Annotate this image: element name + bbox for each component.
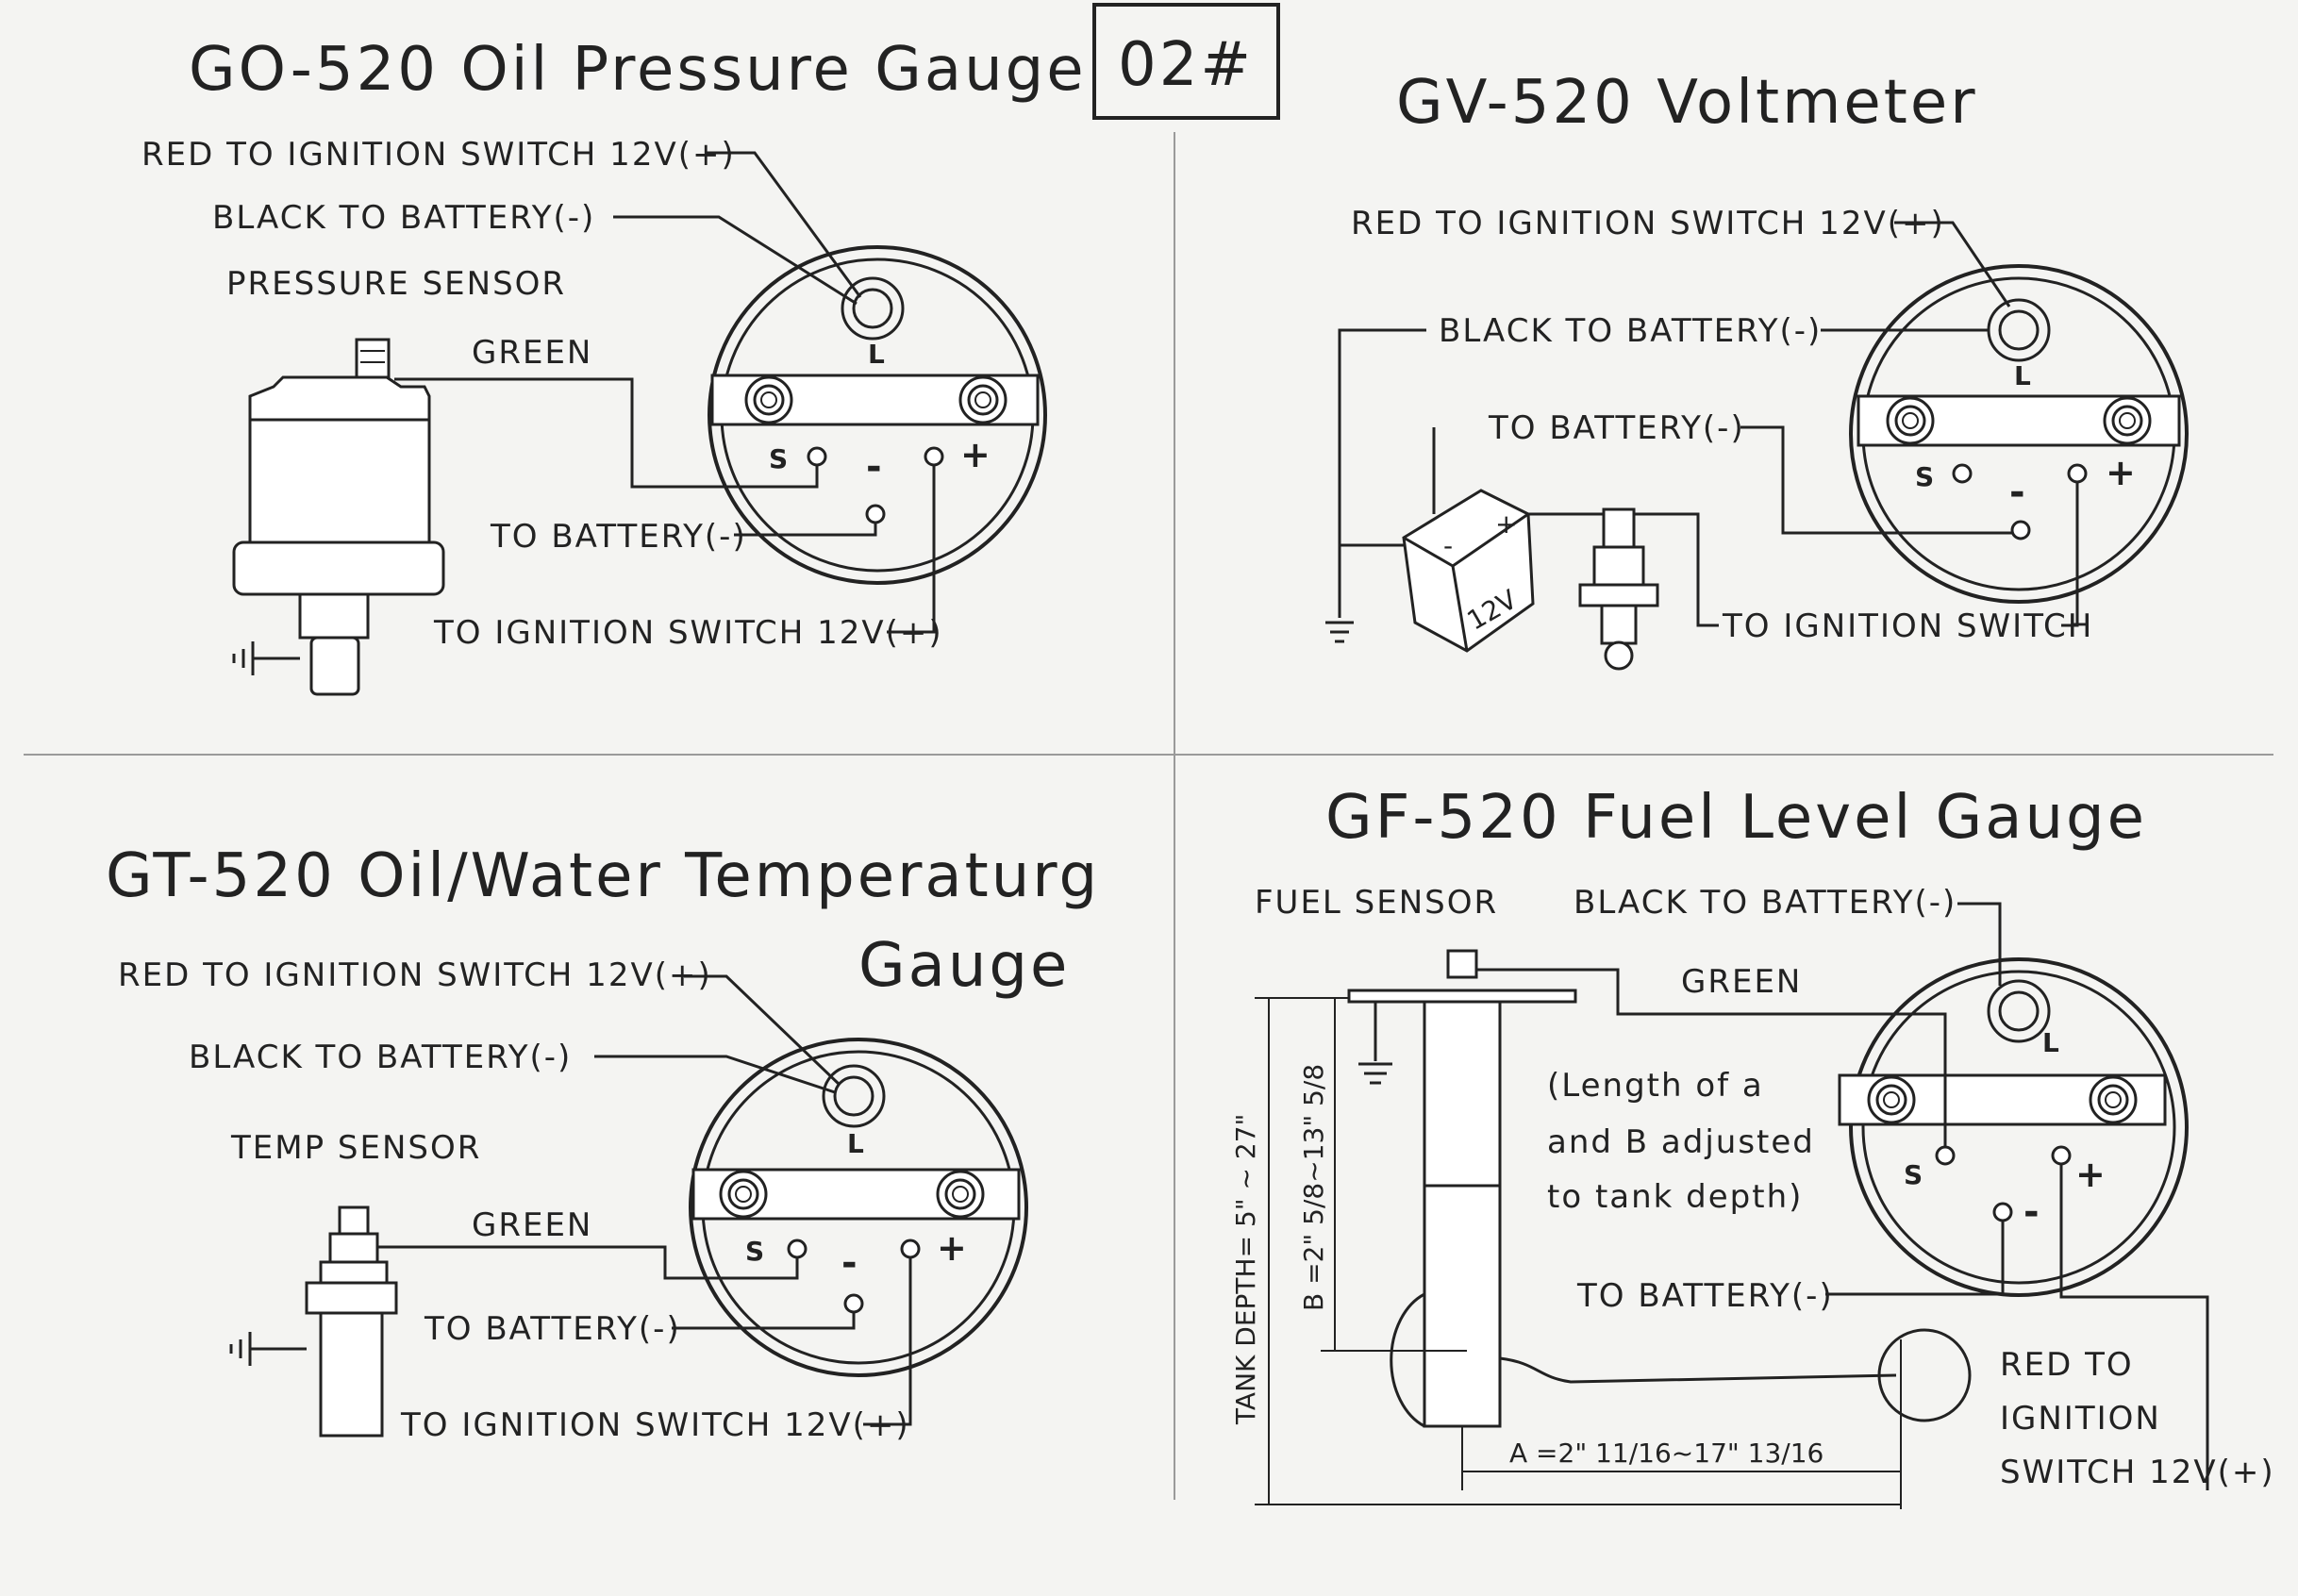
- oil-pressure-section: GO-520 Oil Pressure Gauge RED TO IGNITIO…: [142, 35, 1087, 696]
- bracket-nut-right: [958, 375, 1007, 424]
- fuel-note-line1: (Length of a: [1547, 1067, 1764, 1105]
- ignition-switch-key: [1578, 507, 1659, 671]
- page-code-box: 02#: [1092, 3, 1280, 120]
- temp-title-line2: Gauge: [858, 931, 1070, 1001]
- term-plus-label: +: [2075, 1154, 2106, 1195]
- temp-sensor-label: TEMP SENSOR: [230, 1129, 481, 1167]
- tank-depth-label: TANK DEPTH= 5" ~ 27": [1230, 1114, 1261, 1425]
- battery-minus: -: [1443, 530, 1453, 561]
- battery-plus: +: [1495, 508, 1517, 540]
- temperature-gauge: L S - +: [689, 1038, 1028, 1377]
- oil-pressure-gauge: L S - +: [708, 245, 1047, 585]
- term-l-label: L: [847, 1128, 864, 1159]
- term-minus-label: -: [841, 1241, 858, 1285]
- term-plus-label: +: [2106, 452, 2136, 493]
- oil-pressure-title: GO-520 Oil Pressure Gauge: [189, 35, 1087, 105]
- fuel-red-line3: SWITCH 12V(+): [2000, 1454, 2275, 1491]
- temp-sensor: [229, 1205, 398, 1438]
- fuel-red-line2: IGNITION: [2000, 1400, 2161, 1438]
- fuel-black-label: BLACK TO BATTERY(-): [1574, 884, 1957, 922]
- volt-to-ignition-label: TO IGNITION SWITCH: [1722, 607, 2093, 645]
- volt-red-label: RED TO IGNITION SWITCH 12V(+): [1351, 205, 1945, 242]
- term-s-label: S: [769, 443, 788, 474]
- term-minus-label: -: [2023, 1190, 2040, 1234]
- temp-to-battery-label: TO BATTERY(-): [424, 1310, 681, 1348]
- fuel-note-line3: to tank depth): [1547, 1178, 1803, 1216]
- temp-title-line1: GT-520 Oil/Water Temperaturg: [106, 841, 1100, 911]
- temp-green-label: GREEN: [472, 1206, 592, 1244]
- volt-black-label: BLACK TO BATTERY(-): [1439, 312, 1822, 350]
- dimension-lines: TANK DEPTH= 5" ~ 27" B =2" 5/8~13" 5/8 A…: [1230, 997, 1902, 1509]
- term-s-label: S: [745, 1236, 764, 1267]
- pressure-red-label: RED TO IGNITION SWITCH 12V(+): [142, 136, 736, 174]
- temperature-section: GT-520 Oil/Water Temperaturg Gauge RED T…: [106, 841, 1100, 1444]
- fuel-green-label: GREEN: [1681, 963, 1802, 1001]
- term-minus-label: -: [866, 445, 885, 489]
- fuel-level-section: GF-520 Fuel Level Gauge FUEL SENSOR BLAC…: [1230, 783, 2275, 1509]
- bracket-nut-left: [744, 375, 793, 424]
- page-code: 02#: [1118, 30, 1254, 100]
- voltmeter-title: GV-520 Voltmeter: [1396, 68, 1978, 138]
- fuel-to-battery-label: TO BATTERY(-): [1576, 1277, 1834, 1315]
- pressure-green-label: GREEN: [472, 334, 592, 372]
- term-l-label: L: [868, 339, 885, 370]
- fuel-sensor: [1347, 949, 1972, 1428]
- term-s-label: S: [1904, 1159, 1923, 1190]
- pressure-black-label: BLACK TO BATTERY(-): [212, 199, 595, 237]
- fuel-title: GF-520 Fuel Level Gauge: [1325, 783, 2147, 853]
- volt-to-battery-label: TO BATTERY(-): [1488, 409, 1745, 447]
- voltmeter-section: GV-520 Voltmeter RED TO IGNITION SWITCH …: [1325, 68, 2189, 671]
- term-l-label: L: [2014, 360, 2031, 391]
- dimension-a-label: A =2" 11/16~17" 13/16: [1509, 1438, 1823, 1469]
- term-s-label: S: [1915, 461, 1934, 492]
- temp-red-label: RED TO IGNITION SWITCH 12V(+): [118, 956, 712, 994]
- fuel-gauge: L S + -: [1838, 957, 2189, 1297]
- term-plus-label: +: [960, 434, 991, 475]
- fuel-red-line1: RED TO: [2000, 1346, 2134, 1384]
- pressure-sensor: [232, 338, 445, 696]
- pressure-sensor-label: PRESSURE SENSOR: [226, 265, 566, 303]
- gauge-lamp-ring: [841, 276, 905, 341]
- voltmeter-gauge: L S - +: [1849, 264, 2189, 604]
- pressure-to-battery-label: TO BATTERY(-): [490, 518, 747, 556]
- term-l-label: L: [2042, 1027, 2059, 1058]
- battery-12v: - + 12V: [1402, 489, 1535, 653]
- dimension-b-label: B =2" 5/8~13" 5/8: [1298, 1064, 1329, 1311]
- fuel-sensor-label: FUEL SENSOR: [1255, 884, 1498, 922]
- term-minus-label: -: [2009, 471, 2025, 514]
- temp-black-label: BLACK TO BATTERY(-): [189, 1039, 572, 1076]
- term-plus-label: +: [937, 1227, 967, 1269]
- fuel-note-line2: and B adjusted: [1547, 1123, 1815, 1161]
- temp-to-ignition-label: TO IGNITION SWITCH 12V(+): [400, 1406, 910, 1444]
- pressure-to-ignition-label: TO IGNITION SWITCH 12V(+): [433, 614, 943, 652]
